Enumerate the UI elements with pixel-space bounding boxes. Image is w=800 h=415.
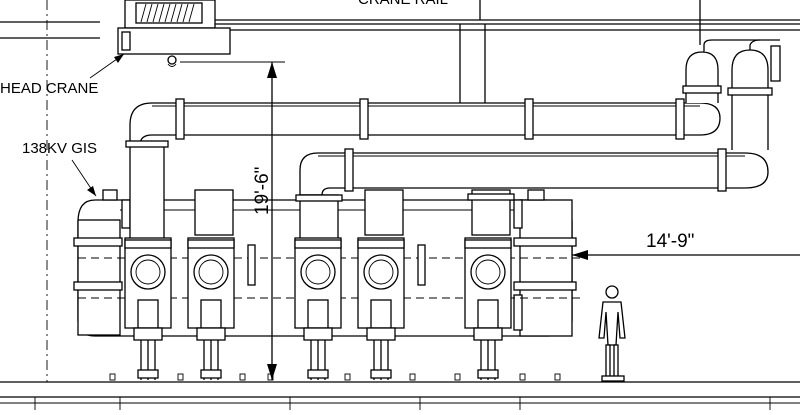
horizontal-dimension-label: 14'-9": [646, 231, 694, 252]
floor-anchors: [109, 373, 561, 381]
human-scale-figure: [598, 285, 626, 382]
upper-bus-duct: [129, 39, 781, 150]
vertical-dimension-label: 19'-6": [252, 167, 273, 215]
bay-2: [187, 237, 235, 380]
horizontal-dimension: [572, 250, 800, 260]
breaker-bays: [124, 237, 512, 380]
gis-leader-arrowhead: [87, 186, 96, 196]
gis-label: 138KV GIS: [22, 140, 97, 157]
crane-rail-label: CRANE RAIL: [358, 0, 448, 8]
bay-5: [464, 237, 512, 380]
middle-bus-duct: [299, 148, 769, 196]
vertical-dimension: [180, 61, 285, 380]
crane-leader-arrowhead: [114, 54, 124, 63]
overhead-crane-label: HEAD CRANE: [0, 80, 98, 97]
overhead-crane-trolley: [117, 0, 231, 67]
bay-4: [357, 237, 405, 380]
bay-3: [294, 237, 342, 380]
bay-1: [124, 237, 172, 380]
